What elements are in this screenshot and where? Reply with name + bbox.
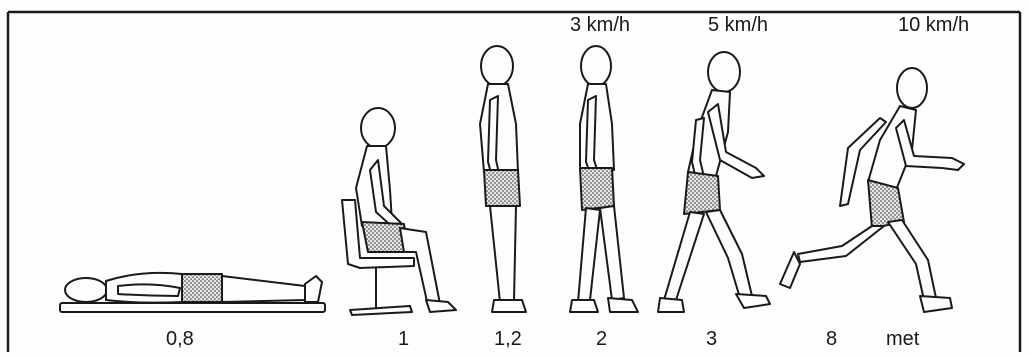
lying-head [65,278,107,302]
standing-head [481,46,513,86]
speed-label-5kmh: 5 km/h [708,14,768,37]
met-value-run: 8 [826,328,837,351]
walk-fast-back-leg [664,212,704,300]
bed-board [60,303,325,312]
run-back-leg [798,226,884,262]
walk-slow-back-foot [570,300,598,312]
walk-slow-back-leg [578,208,600,302]
standing-shorts [484,170,520,206]
walk-fast-back-foot [658,298,684,312]
walk-slow-front-foot [608,298,638,312]
running-figure [780,68,964,312]
met-value-sitting: 1 [398,328,409,351]
lying-legs [222,276,305,302]
speed-label-10kmh: 10 km/h [898,14,969,37]
walk-fast-front-leg [706,210,752,298]
met-unit-label: met [886,328,919,351]
standing-feet [492,300,526,312]
met-value-standing: 1,2 [494,328,522,351]
run-arm-front [896,120,964,170]
run-head [897,68,927,108]
chair-base [350,306,412,315]
walk-fast-shorts [684,172,720,214]
walking-slow-figure [570,46,638,312]
lying-figure [60,273,325,312]
walk-slow-torso [580,84,614,170]
sitting-figure [342,108,456,315]
standing-figure [480,46,526,312]
met-value-walk-slow: 2 [596,328,607,351]
met-value-lying: 0,8 [166,328,194,351]
run-back-foot [780,252,800,288]
standing-legs [490,206,516,302]
walk-slow-head [581,46,611,86]
met-value-walk-fast: 3 [706,328,717,351]
walk-slow-front-leg [600,206,624,300]
walk-fast-head [708,52,740,92]
lying-feet [305,276,322,302]
walking-fast-figure [658,52,770,312]
speed-label-3kmh: 3 km/h [570,14,630,37]
sitting-head [361,108,395,148]
walk-fast-front-foot [736,294,770,308]
run-front-leg [888,220,936,300]
sitting-foot [426,300,456,312]
walk-slow-shorts [580,168,614,210]
lying-shorts [182,274,222,302]
lying-arm [118,284,180,296]
run-front-foot [920,296,952,312]
standing-torso [480,84,518,172]
